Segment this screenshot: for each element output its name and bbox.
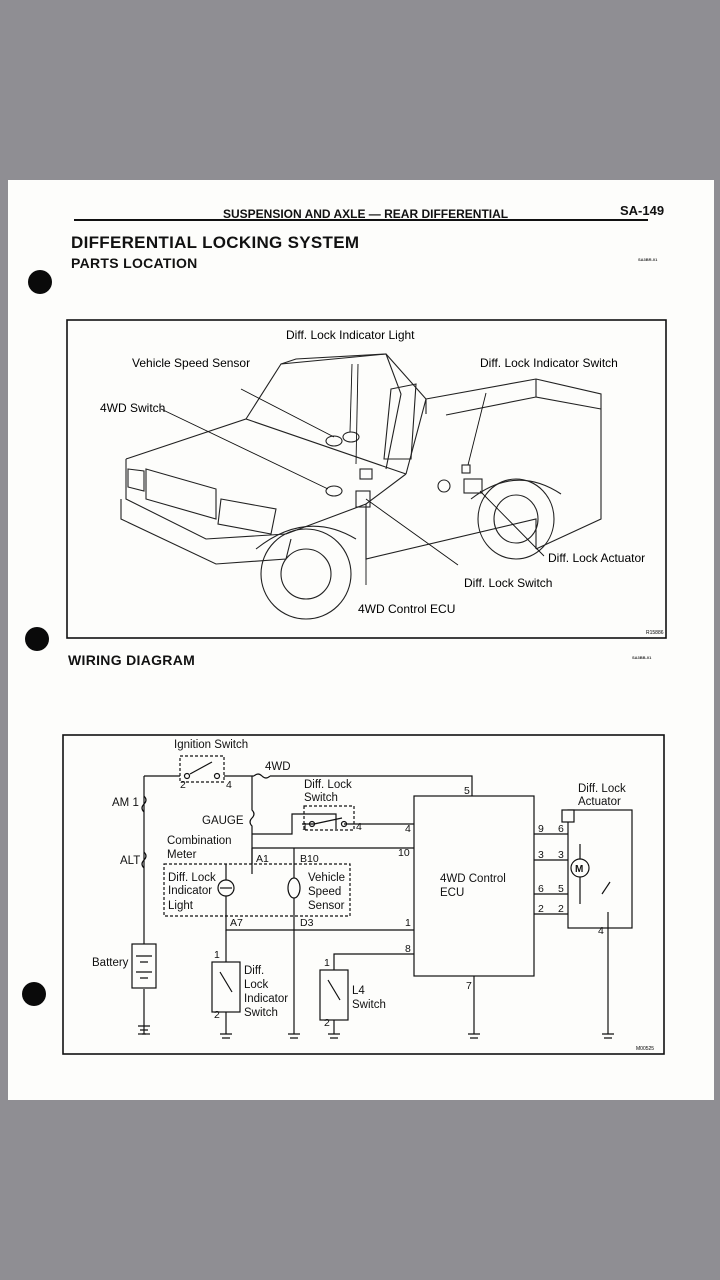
- pin: 2: [180, 779, 186, 791]
- pin: 5: [464, 785, 470, 797]
- binder-hole: [22, 982, 46, 1006]
- figure-id: M00525: [636, 1046, 654, 1052]
- motor-symbol: M: [575, 864, 583, 875]
- pin: 2: [214, 1009, 220, 1021]
- parts-location-heading: PARTS LOCATION: [71, 255, 198, 271]
- label-diff-lock-switch-2: Switch: [304, 792, 338, 804]
- binder-hole: [25, 627, 49, 651]
- label-diff-lock-switch: Diff. Lock Switch: [464, 576, 552, 590]
- label-indicator-switch-3: Indicator: [244, 993, 288, 1005]
- pin: 1: [324, 957, 330, 969]
- section-header: SUSPENSION AND AXLE — REAR DIFFERENTIAL: [223, 207, 509, 221]
- wiring-diagram-heading: WIRING DIAGRAM: [68, 652, 196, 668]
- label-actuator-2: Actuator: [578, 796, 621, 808]
- label-diff-lock-indicator-light: Diff. Lock Indicator Light: [286, 328, 415, 342]
- pin: 4: [598, 925, 604, 937]
- pin: 2: [324, 1017, 330, 1029]
- label-diff-lock-indicator-switch: Diff. Lock Indicator Switch: [480, 356, 618, 370]
- pin: 1: [214, 949, 220, 961]
- label-ecu-1: 4WD Control: [440, 873, 506, 885]
- label-alt: ALT: [120, 855, 140, 867]
- pin: 2: [558, 903, 564, 915]
- label-l4-switch-2: Switch: [352, 999, 386, 1011]
- label-4wd-switch: 4WD Switch: [100, 401, 165, 415]
- page-number: SA-149: [620, 203, 665, 218]
- pin: 9: [538, 823, 544, 835]
- label-indicator-light-3: Light: [168, 900, 194, 912]
- leader-lines: [160, 363, 545, 585]
- parts-location-figure: Diff. Lock Indicator Light Vehicle Speed…: [66, 319, 667, 639]
- pin: 10: [398, 847, 410, 859]
- pin: 1: [405, 917, 411, 929]
- pin: 4: [405, 823, 411, 835]
- wiring-diagram: Ignition Switch AM 1 GAUGE ALT Battery 4…: [62, 734, 665, 1055]
- label-indicator-switch-2: Lock: [244, 979, 269, 991]
- label-speed-sensor-3: Sensor: [308, 900, 345, 912]
- pin: 5: [558, 883, 564, 895]
- pin: 7: [466, 980, 472, 992]
- label-actuator-1: Diff. Lock: [578, 783, 626, 795]
- label-diff-lock-switch-1: Diff. Lock: [304, 779, 352, 791]
- label-ignition-switch: Ignition Switch: [174, 739, 248, 751]
- manual-page: SUSPENSION AND AXLE — REAR DIFFERENTIAL …: [8, 180, 714, 1100]
- label-combination-meter-2: Meter: [167, 849, 197, 861]
- label-l4-switch-1: L4: [352, 985, 365, 997]
- pin: A7: [230, 917, 243, 929]
- label-battery: Battery: [92, 957, 129, 969]
- pin: 3: [538, 849, 544, 861]
- pin: D3: [300, 917, 314, 929]
- pin: B10: [300, 853, 319, 865]
- label-indicator-switch-1: Diff.: [244, 965, 264, 977]
- parts-location-code: SA3BR-01: [638, 257, 658, 262]
- page-title: DIFFERENTIAL LOCKING SYSTEM: [71, 233, 360, 252]
- label-speed-sensor-1: Vehicle: [308, 872, 345, 884]
- binder-hole: [28, 270, 52, 294]
- pin: 2: [538, 903, 544, 915]
- figure-id: R15886: [646, 630, 664, 636]
- label-indicator-light-2: Indicator: [168, 885, 212, 897]
- label-4wd-fuse: 4WD: [265, 761, 291, 773]
- label-am1: AM 1: [112, 797, 139, 809]
- label-diff-lock-actuator: Diff. Lock Actuator: [548, 551, 645, 565]
- label-gauge: GAUGE: [202, 815, 244, 827]
- pin: 8: [405, 943, 411, 955]
- pin: A1: [256, 853, 269, 865]
- pin: 6: [538, 883, 544, 895]
- label-ecu-2: ECU: [440, 887, 464, 899]
- pin: 3: [558, 849, 564, 861]
- label-indicator-switch-4: Switch: [244, 1007, 278, 1019]
- label-speed-sensor-2: Speed: [308, 886, 341, 898]
- pin: 4: [356, 821, 362, 833]
- label-combination-meter-1: Combination: [167, 835, 232, 847]
- pin: 4: [226, 779, 232, 791]
- label-indicator-light-1: Diff. Lock: [168, 872, 216, 884]
- pin: 6: [558, 823, 564, 835]
- pin: 1: [302, 821, 308, 833]
- wiring-diagram-code: SA3BB-01: [632, 655, 652, 660]
- header-rule: [74, 219, 648, 221]
- label-vehicle-speed-sensor: Vehicle Speed Sensor: [132, 356, 250, 370]
- label-4wd-control-ecu: 4WD Control ECU: [358, 602, 455, 616]
